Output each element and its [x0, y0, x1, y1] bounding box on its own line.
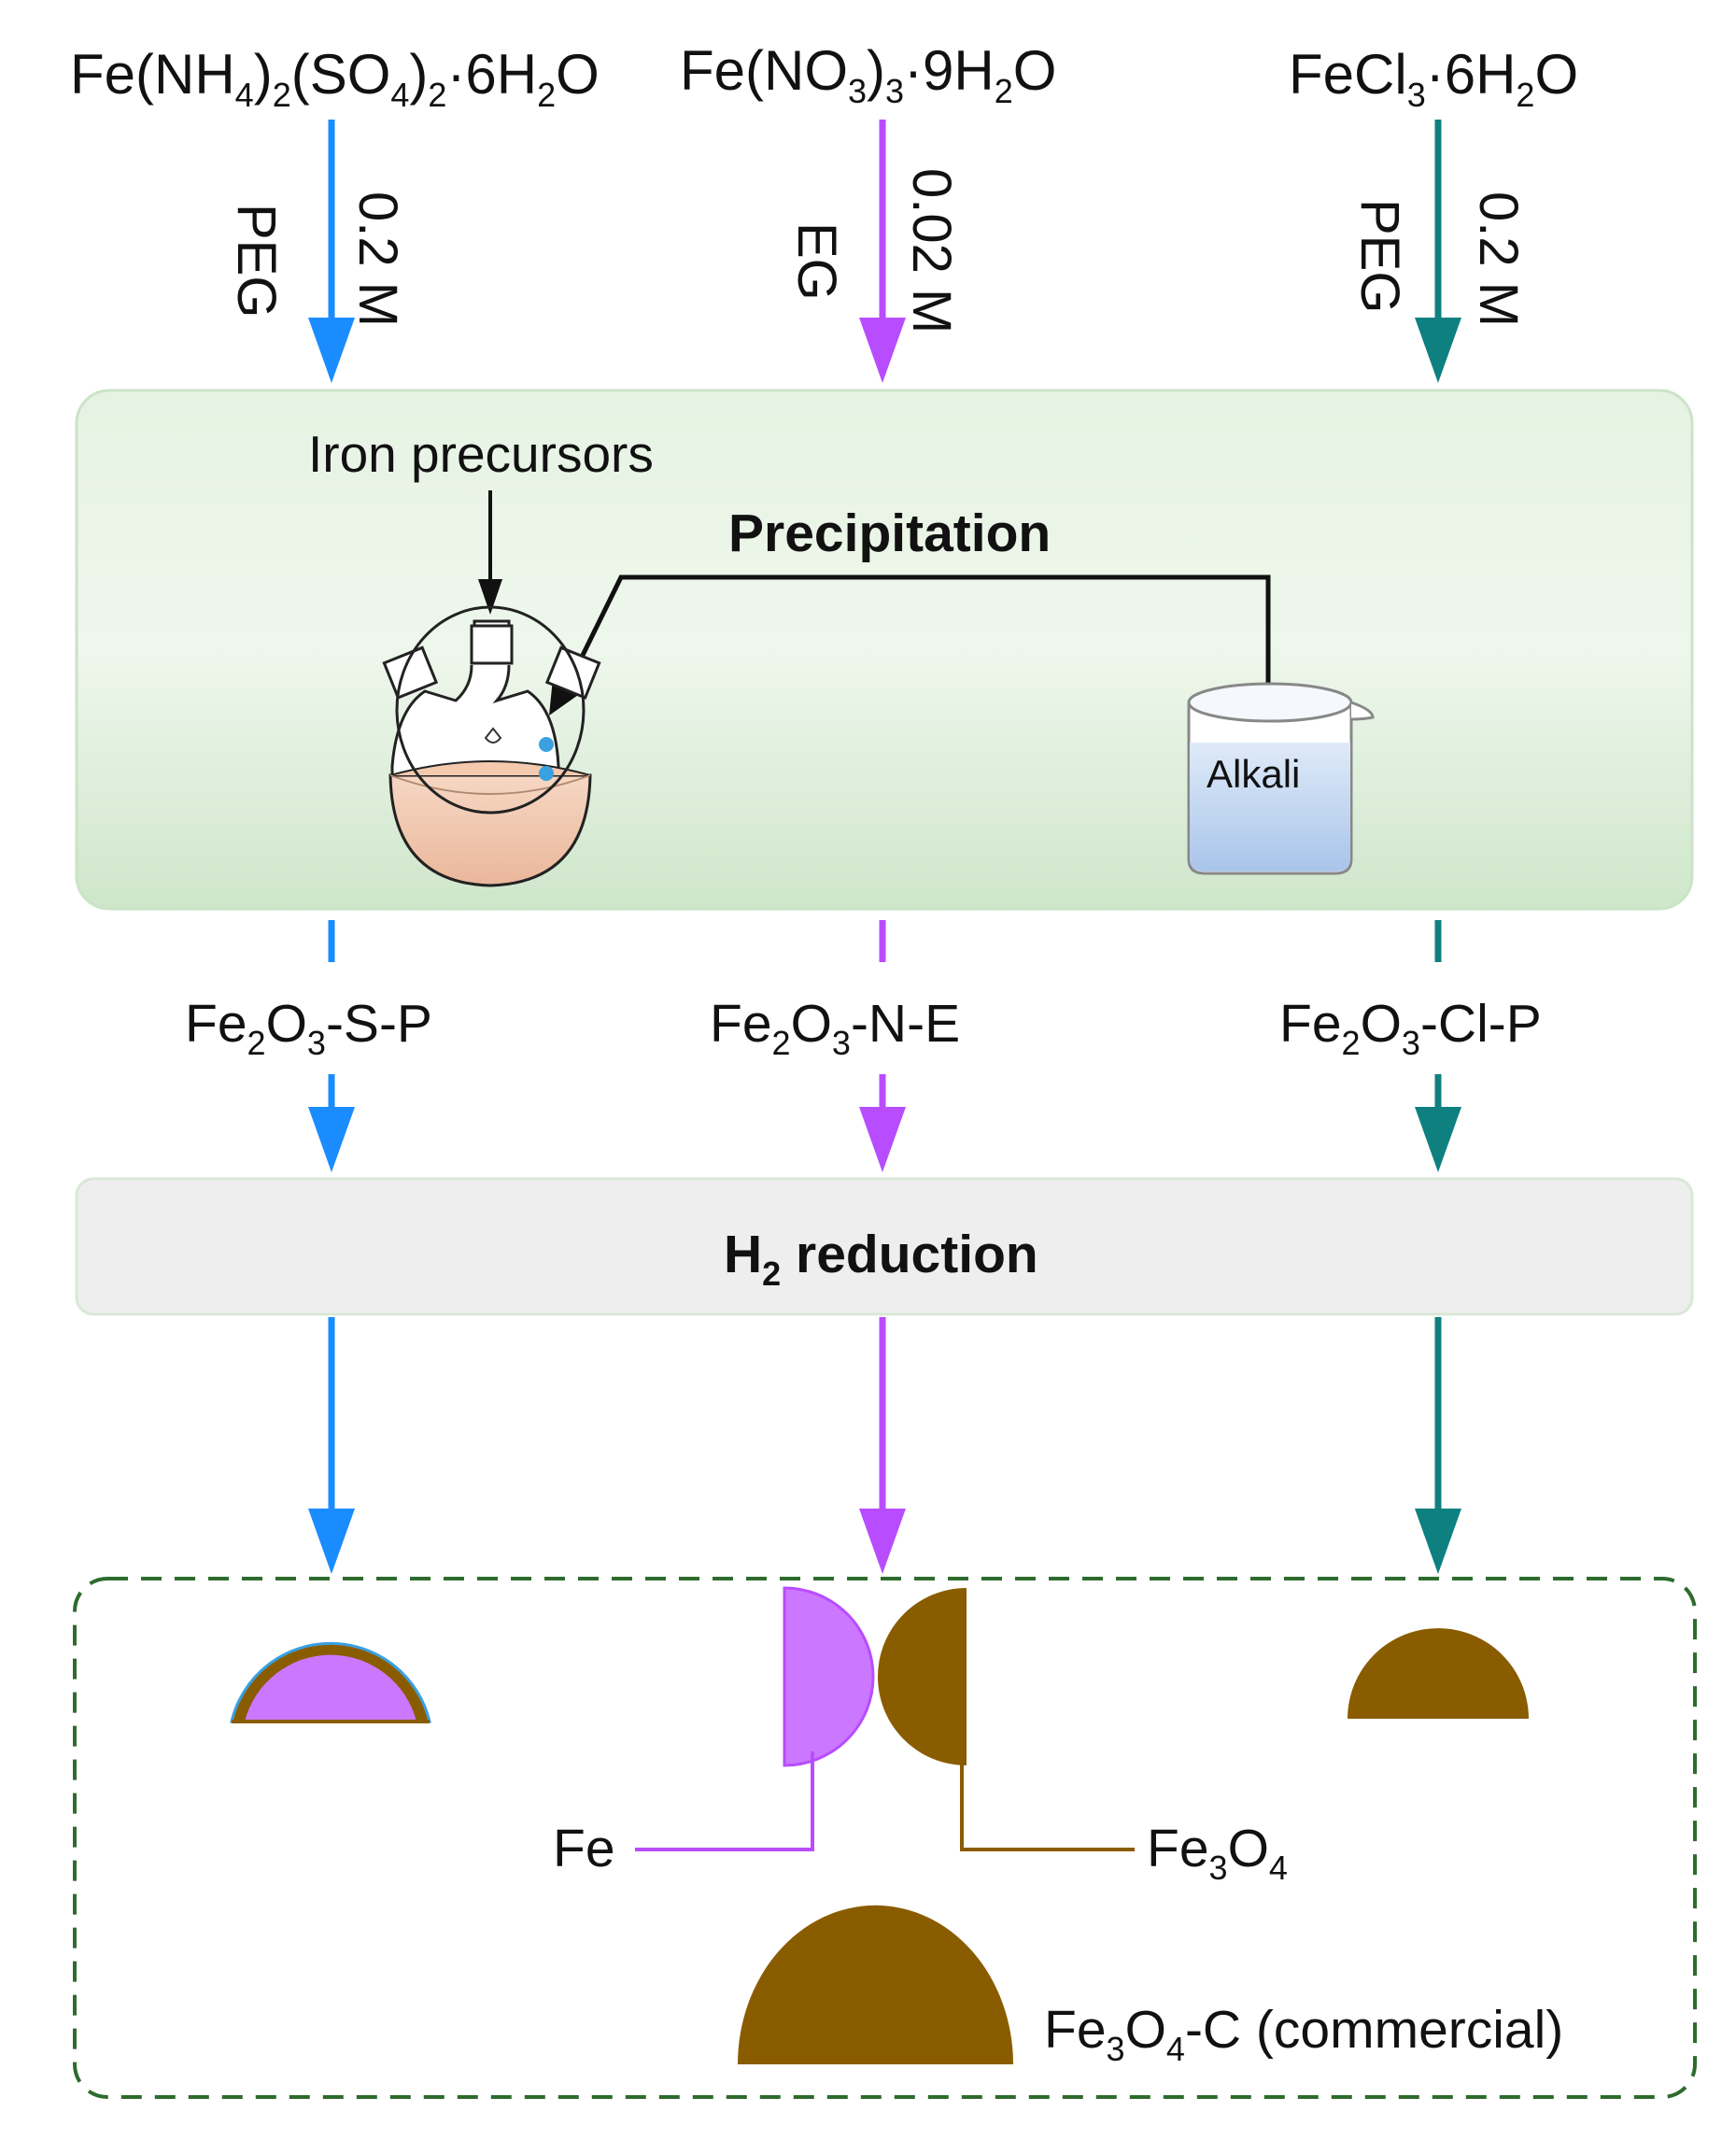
precursor-middle-label: Fe(NO3)3·9H2O	[680, 39, 1056, 110]
middle-solvent-label: EG	[786, 222, 847, 301]
right-solvent-label: PEG	[1349, 199, 1410, 314]
alkali-label: Alkali	[1207, 752, 1300, 796]
arrow-middle-product	[859, 1317, 906, 1574]
arrow-right-top	[1415, 120, 1461, 383]
fe-label: Fe	[553, 1819, 615, 1878]
intermediate-left-label: Fe2O3-S-P	[185, 994, 432, 1062]
fe-leader-line	[635, 1751, 814, 1851]
left-concentration-label: 0.2 M	[347, 191, 408, 327]
reduction-title: H2 reduction	[724, 1225, 1038, 1293]
arrow-left-top	[308, 120, 355, 383]
commercial-hemisphere	[738, 1905, 1013, 2064]
precipitation-title: Precipitation	[728, 503, 1051, 563]
alkali-beaker-icon	[1187, 682, 1375, 875]
precursor-left-label: Fe(NH4)2(SO4)2·6H2O	[70, 43, 600, 114]
iron-precursor-arrow	[478, 490, 502, 615]
product-middle-janus	[783, 1586, 967, 1767]
product-left-core-shell	[230, 1641, 431, 1723]
arrow-left-reduction	[308, 1074, 355, 1172]
arrow-middle-top	[859, 120, 906, 383]
arrow-right-reduction	[1415, 1074, 1461, 1172]
fe3o4-leader-line	[960, 1756, 1135, 1851]
precursor-right-label: FeCl3·6H2O	[1289, 43, 1578, 114]
arrow-right-product	[1415, 1317, 1461, 1574]
left-solvent-label: PEG	[226, 204, 287, 319]
intermediate-middle-label: Fe2O3-N-E	[710, 994, 960, 1062]
reduction-box	[75, 1177, 1694, 1316]
middle-concentration-label: 0.02 M	[901, 168, 962, 333]
right-concentration-label: 0.2 M	[1468, 191, 1529, 327]
iron-precursors-label: Iron precursors	[308, 425, 654, 483]
intermediate-right-label: Fe2O3-Cl-P	[1279, 994, 1542, 1062]
three-neck-flask-icon	[382, 605, 601, 887]
product-right-hemisphere	[1348, 1628, 1529, 1719]
arrow-left-product	[308, 1317, 355, 1574]
commercial-label: Fe3O4-C (commercial)	[1044, 2000, 1563, 2068]
arrow-middle-reduction	[859, 1074, 906, 1172]
products-box	[73, 1577, 1697, 2099]
fe3o4-label: Fe3O4	[1147, 1819, 1288, 1887]
